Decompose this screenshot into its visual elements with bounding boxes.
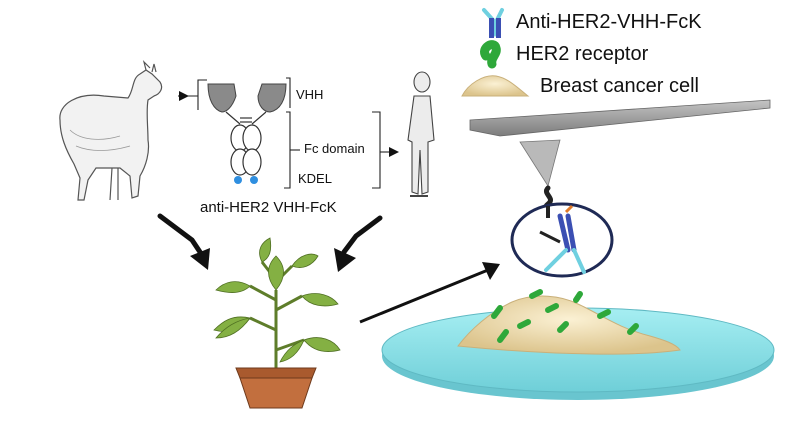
arrow-plant-to-afm bbox=[359, 262, 500, 324]
legend-receptor-label: HER2 receptor bbox=[516, 43, 649, 65]
legend-antibody-label: Anti-HER2-VHH-FcK bbox=[516, 11, 702, 33]
construct-fc-domain bbox=[230, 124, 262, 176]
construct-kdel-tags bbox=[234, 176, 258, 184]
afm-cantilever bbox=[469, 99, 771, 187]
legend-cell-label: Breast cancer cell bbox=[540, 75, 699, 97]
fc-domain-label: Fc domain bbox=[304, 141, 365, 156]
legend-cell-icon bbox=[461, 75, 530, 97]
her2-receptors bbox=[491, 289, 639, 343]
human-illustration bbox=[407, 71, 435, 197]
kdel-label: KDEL bbox=[298, 171, 332, 186]
construct-hinge bbox=[225, 111, 267, 125]
construct-vhh-domains bbox=[207, 83, 287, 113]
legend-receptor-icon bbox=[480, 40, 501, 69]
construct-caption: anti-HER2 VHH-FcK bbox=[200, 199, 337, 216]
arrow-human-to-plant bbox=[334, 215, 383, 272]
construct-brackets bbox=[178, 77, 399, 189]
arrow-llama-to-plant bbox=[157, 213, 210, 270]
llama-illustration bbox=[59, 60, 163, 201]
vhh-label: VHH bbox=[296, 87, 324, 102]
zoom-circle bbox=[510, 202, 614, 278]
legend-antibody-icon bbox=[482, 8, 504, 38]
plant-illustration bbox=[213, 237, 341, 409]
